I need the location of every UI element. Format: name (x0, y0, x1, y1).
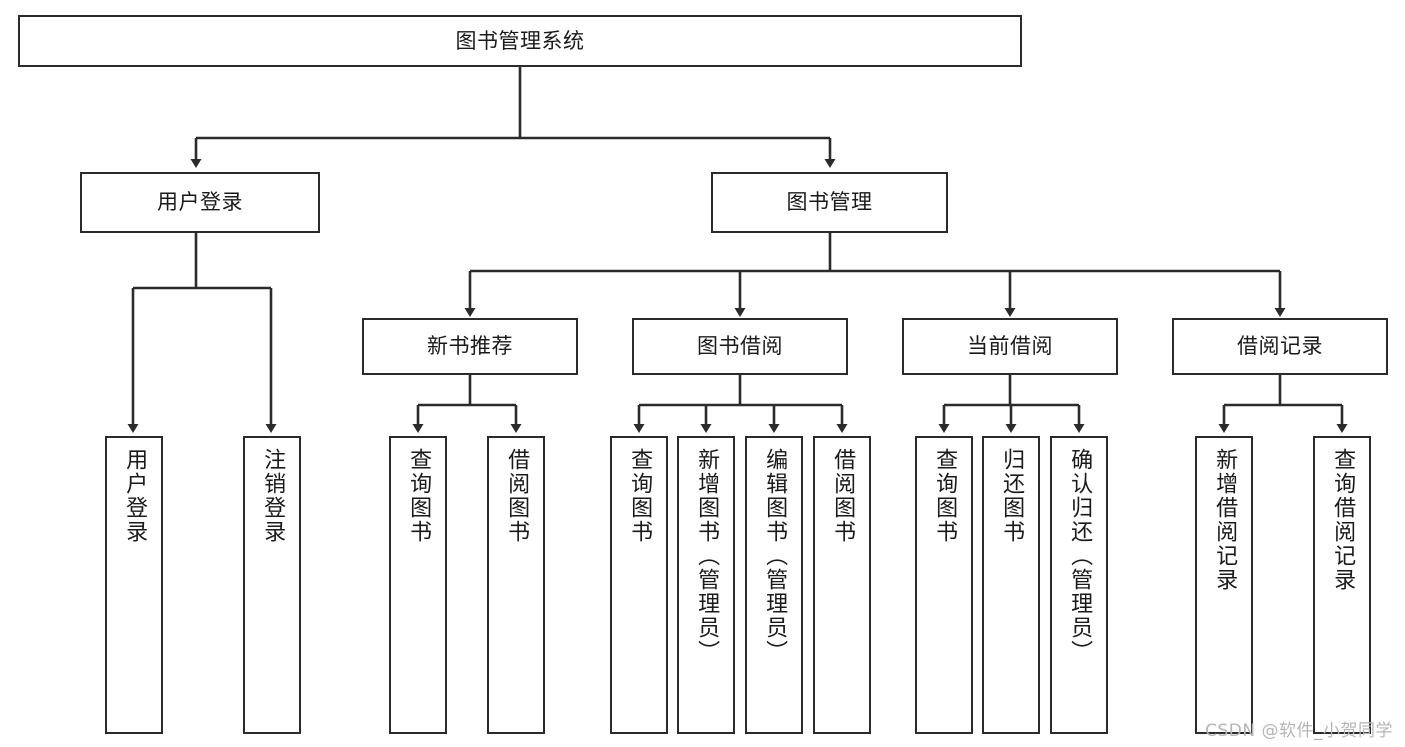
node-leaf-edit-book-label: 编辑图书（管理员） (762, 448, 788, 664)
node-user-login-label: 用户登录 (157, 190, 243, 215)
node-leaf-query-book-3-label: 查询图书 (932, 448, 958, 544)
node-leaf-query-record-label: 查询借阅记录 (1330, 448, 1356, 592)
node-leaf-confirm-return[interactable]: 确认归还（管理员） (1050, 436, 1108, 734)
node-leaf-borrow-book-1-label: 借阅图书 (504, 448, 530, 544)
node-leaf-user-logout[interactable]: 注销登录 (243, 436, 301, 734)
csdn-watermark: CSDN @软件_小贺同学 (1205, 721, 1393, 741)
node-leaf-add-record-label: 新增借阅记录 (1212, 448, 1238, 592)
node-new-book-recommend[interactable]: 新书推荐 (362, 318, 578, 375)
node-root-label: 图书管理系统 (455, 28, 585, 53)
node-current-borrow-label: 当前借阅 (967, 334, 1053, 359)
node-leaf-query-record[interactable]: 查询借阅记录 (1313, 436, 1371, 734)
node-root[interactable]: 图书管理系统 (18, 15, 1022, 67)
node-leaf-edit-book[interactable]: 编辑图书（管理员） (745, 436, 803, 734)
node-borrow-record-label: 借阅记录 (1237, 334, 1323, 359)
node-leaf-query-book-1-label: 查询图书 (406, 448, 432, 544)
node-leaf-add-book-label: 新增图书（管理员） (694, 448, 720, 664)
node-leaf-query-book-1[interactable]: 查询图书 (389, 436, 447, 734)
node-new-book-recommend-label: 新书推荐 (427, 334, 513, 359)
node-leaf-borrow-book-2[interactable]: 借阅图书 (813, 436, 871, 734)
node-leaf-user-logout-label: 注销登录 (260, 448, 286, 544)
node-leaf-borrow-book-1[interactable]: 借阅图书 (487, 436, 545, 734)
node-leaf-return-book[interactable]: 归还图书 (982, 436, 1040, 734)
node-leaf-user-login-label: 用户登录 (122, 448, 148, 544)
node-borrow-record[interactable]: 借阅记录 (1172, 318, 1388, 375)
node-book-management-label: 图书管理 (786, 190, 873, 215)
node-leaf-borrow-book-2-label: 借阅图书 (830, 448, 856, 544)
node-current-borrow[interactable]: 当前借阅 (902, 318, 1118, 375)
node-leaf-confirm-return-label: 确认归还（管理员） (1067, 448, 1093, 664)
node-leaf-return-book-label: 归还图书 (999, 448, 1025, 544)
node-leaf-query-book-2[interactable]: 查询图书 (610, 436, 668, 734)
node-book-management[interactable]: 图书管理 (711, 172, 948, 233)
node-leaf-query-book-3[interactable]: 查询图书 (915, 436, 973, 734)
node-book-borrow-label: 图书借阅 (697, 334, 783, 359)
node-book-borrow[interactable]: 图书借阅 (632, 318, 848, 375)
node-leaf-query-book-2-label: 查询图书 (627, 448, 653, 544)
node-leaf-add-book[interactable]: 新增图书（管理员） (677, 436, 735, 734)
node-leaf-user-login[interactable]: 用户登录 (105, 436, 163, 734)
node-leaf-add-record[interactable]: 新增借阅记录 (1195, 436, 1253, 734)
node-user-login[interactable]: 用户登录 (80, 172, 320, 233)
